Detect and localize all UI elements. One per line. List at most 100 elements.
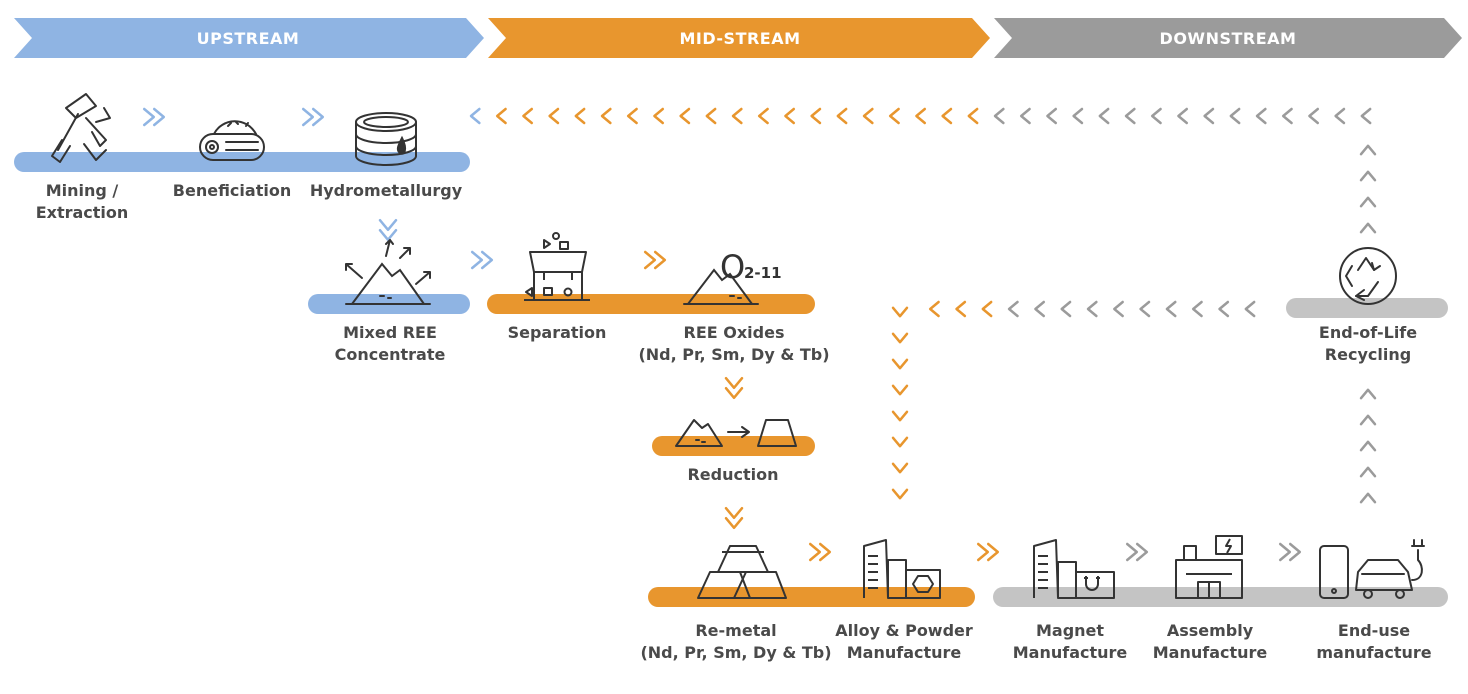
label-alloy-line2: Manufacture: [846, 643, 962, 662]
flow-chevron: [1139, 300, 1151, 318]
flow-chevron: [1113, 300, 1124, 318]
label-magnet: Magnet Manufacture: [975, 620, 1165, 664]
flow-chevron: [1098, 107, 1110, 125]
label-beneficiation-line1: Beneficiation: [172, 181, 292, 200]
reduction-track: [652, 436, 815, 456]
flow-chevron: [1203, 107, 1215, 125]
flow-chevron: [724, 386, 744, 400]
metal-track: [648, 587, 975, 607]
flow-chevron: [1255, 107, 1267, 125]
flow-chevron: [993, 107, 1005, 125]
flow-chevron: [574, 107, 586, 125]
label-remetal-line1: Re-metal: [695, 621, 777, 640]
flow-chevron: [724, 506, 744, 520]
recycle-icon: [1339, 247, 1397, 305]
label-reduction-line1: Reduction: [687, 465, 779, 484]
flow-chevron: [142, 107, 156, 127]
flow-chevron: [470, 250, 484, 270]
flow-chevron: [981, 300, 993, 318]
flow-chevron: [1177, 107, 1189, 125]
flow-chevron: [888, 107, 900, 125]
label-assembly-line2: Manufacture: [1152, 643, 1268, 662]
flow-chevron: [891, 358, 909, 370]
flow-chevron: [1086, 300, 1098, 318]
flow-chevron: [1359, 222, 1377, 234]
oxide-pile-icon: [683, 268, 759, 305]
label-recycling-line2: Recycling: [1324, 345, 1412, 364]
process-tracks: [14, 152, 1448, 607]
flow-chevron: [1019, 107, 1031, 125]
flow-chevron: [1191, 300, 1203, 318]
label-enduse-line1: End-use: [1337, 621, 1411, 640]
flow-chevron: [784, 107, 796, 125]
phone-car-icon: [1319, 539, 1425, 599]
flow-chevrons: [142, 107, 1377, 562]
label-beneficiation: Beneficiation: [137, 180, 327, 202]
flow-chevron: [311, 107, 325, 127]
flow-chevron: [891, 332, 909, 344]
oxide-formula: O: [720, 248, 745, 286]
label-mining-line2: Extraction: [35, 203, 129, 222]
midstream-banner: [488, 18, 990, 58]
flow-chevron: [808, 542, 822, 562]
flow-chevron: [626, 107, 638, 125]
flow-chevron: [757, 107, 769, 125]
flow-chevron: [1359, 466, 1377, 478]
label-assembly-line1: Assembly: [1166, 621, 1254, 640]
flow-chevron: [1308, 107, 1320, 125]
flow-chevron: [1229, 107, 1241, 125]
midstream-label: MID-STREAM: [679, 29, 800, 48]
flow-chevron: [976, 542, 990, 562]
flow-chevron: [653, 250, 667, 270]
flow-chevron: [836, 107, 848, 125]
flow-chevron: [1046, 107, 1058, 125]
recycling-track: [1286, 298, 1448, 318]
label-enduse-line2: manufacture: [1316, 643, 1432, 662]
flow-chevron: [600, 107, 612, 125]
flow-chevron: [1218, 300, 1230, 318]
flow-chevron: [1334, 107, 1346, 125]
downstream-banner: [994, 18, 1462, 58]
label-ree-oxides-line2: (Nd, Pr, Sm, Dy & Tb): [638, 345, 830, 364]
label-separation: Separation: [462, 322, 652, 344]
oxide-subscript: 2-11: [744, 264, 782, 282]
midstream-track: [487, 294, 815, 314]
label-alloy: Alloy & Powder Manufacture: [809, 620, 999, 664]
label-recycling: End-of-Life Recycling: [1273, 322, 1463, 366]
flow-chevron: [891, 384, 909, 396]
flow-chevron: [724, 376, 744, 390]
flow-chevron: [653, 107, 665, 125]
flow-chevron: [818, 542, 832, 562]
flow-chevron: [1007, 300, 1019, 318]
flow-chevron: [1034, 300, 1046, 318]
upstream-banner: [14, 18, 484, 58]
flow-chevron: [469, 107, 481, 125]
flow-chevron: [724, 516, 744, 530]
flow-chevron: [1288, 542, 1302, 562]
flow-chevron: [915, 107, 927, 125]
flow-chevron: [1359, 440, 1377, 452]
flow-chevron: [986, 542, 1000, 562]
flow-chevron: [378, 218, 398, 232]
conveyor-belt-icon: [199, 120, 265, 161]
pickaxe-shovel-icon: [51, 93, 111, 163]
flow-chevron: [1281, 107, 1293, 125]
metal-ingots-icon: [697, 545, 787, 599]
magnet-factory-icon: [1033, 539, 1115, 599]
flow-chevron: [1244, 300, 1256, 318]
upstream-label: UPSTREAM: [197, 29, 300, 48]
label-enduse: End-use manufacture: [1279, 620, 1468, 664]
label-separation-line1: Separation: [507, 323, 607, 342]
label-mining-line1: Mining /: [45, 181, 119, 200]
flow-chevron: [679, 107, 691, 125]
flow-chevron: [967, 107, 979, 125]
flow-chevron: [1124, 107, 1136, 125]
flow-chevron: [955, 300, 967, 318]
flow-chevron: [810, 107, 822, 125]
flow-chevron: [1359, 170, 1377, 182]
flow-chevron: [643, 250, 657, 270]
flow-chevron: [891, 462, 909, 474]
flow-chevron: [731, 107, 743, 125]
assembly-factory-icon: [1175, 535, 1243, 599]
